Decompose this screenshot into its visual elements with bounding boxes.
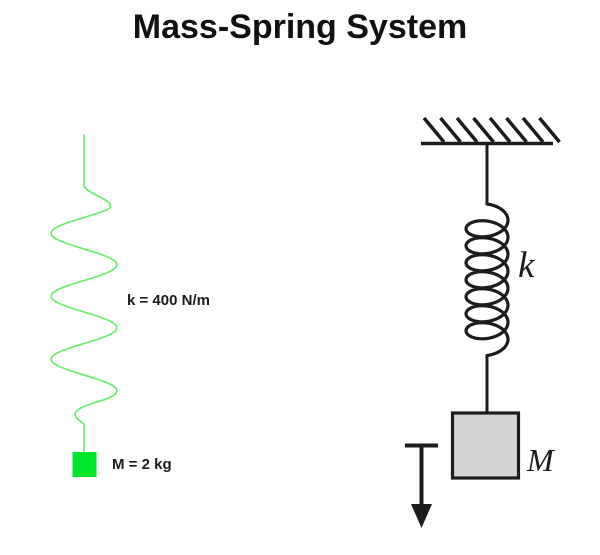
left-mass-block [72, 452, 97, 477]
left-spring [50, 134, 118, 453]
down-arrow [405, 443, 438, 528]
spring-k-label: k [518, 245, 535, 286]
spring-constant-label: k = 400 N/m [127, 292, 210, 309]
ceiling-hatching [422, 116, 561, 144]
page-title: Mass-Spring System [132, 8, 468, 46]
arrowhead [411, 504, 432, 528]
mass-m-label: M [527, 442, 554, 478]
right-mass-block [450, 411, 521, 480]
mass-value-label: M = 2 kg [112, 456, 172, 473]
right-spring-coil [464, 202, 510, 358]
